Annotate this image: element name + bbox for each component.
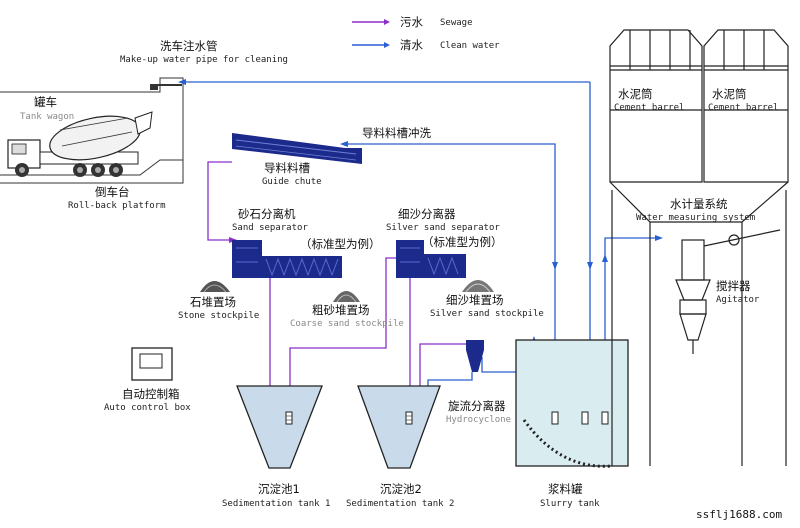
silver-sand-separator [396, 240, 466, 278]
sand-separator [232, 240, 342, 278]
cement1-label-en: Cement barrel [614, 103, 684, 113]
slurry-tank [515, 339, 629, 468]
watermark: ssflj1688.com [696, 508, 782, 521]
pipe-label-zh: 洗车注水管 [160, 39, 218, 53]
chute-label-zh: 导料料槽 [264, 161, 310, 175]
hydrocyclone-icon [466, 340, 484, 372]
silver-stockpile-icon [462, 280, 494, 293]
guide-chute [232, 133, 362, 164]
sand-sep-label-zh: 砂石分离机 [238, 207, 296, 221]
platform-label-zh: 倒车台 [95, 185, 130, 199]
legend-sewage-zh: 污水 [400, 15, 423, 29]
chute-label-en: Guide chute [262, 177, 322, 187]
legend-clean-zh: 清水 [400, 38, 423, 52]
sewage-pipes [207, 161, 466, 395]
silver-pile-label-zh: 细沙堆置场 [446, 293, 504, 307]
slurry-label-zh: 浆料罐 [548, 482, 583, 496]
coarse-label-en: Coarse sand stockpile [290, 319, 404, 329]
water-sys-label-en: Water measuring system [636, 213, 755, 223]
tank-wagon-icon [7, 111, 153, 177]
coarse-stockpile-icon [333, 291, 360, 303]
silver-pile-label-en: Silver sand stockpile [430, 309, 544, 319]
standard-note-2: （标准型为例） [422, 235, 503, 249]
tank2-label-en: Sedimentation tank 2 [346, 499, 454, 509]
wagon-label-zh: 罐车 [34, 95, 57, 109]
stone-label-zh: 石堆置场 [190, 295, 236, 309]
hydro-label-en: Hydrocyclone [446, 415, 511, 425]
coarse-label-zh: 粗砂堆置场 [312, 303, 370, 317]
tank1-label-en: Sedimentation tank 1 [222, 499, 330, 509]
tank1-label-zh: 沉淀池1 [258, 482, 300, 496]
stone-label-en: Stone stockpile [178, 311, 259, 321]
stone-stockpile-icon [200, 281, 230, 293]
auto-control-box-icon [131, 347, 173, 381]
pipe-label-en: Make-up water pipe for cleaning [120, 55, 288, 65]
water-sys-label-zh: 水计量系统 [670, 197, 728, 211]
slurry-label-en: Slurry tank [540, 499, 600, 509]
sedimentation-tank-2 [357, 385, 441, 469]
silver-sep-label-en: Silver sand separator [386, 223, 500, 233]
control-label-en: Auto control box [104, 403, 191, 413]
legend-sewage-en: Sewage [440, 18, 473, 28]
cement1-label-zh: 水泥筒 [618, 87, 653, 101]
platform-label-en: Roll-back platform [68, 201, 166, 211]
tank2-label-zh: 沉淀池2 [380, 482, 422, 496]
cement-plant [609, 29, 789, 466]
legend-clean-en: Clean water [440, 41, 500, 51]
flush-label-zh: 导料料槽冲洗 [362, 126, 431, 140]
agitator-label-zh: 搅拌器 [716, 279, 751, 293]
wagon-label-en: Tank wagon [20, 112, 74, 122]
legend: 污水 Sewage 清水 Clean water [352, 15, 500, 52]
sedimentation-tank-1 [236, 385, 323, 469]
silver-sep-label-zh: 细沙分离器 [398, 207, 456, 221]
cement2-label-zh: 水泥筒 [712, 87, 747, 101]
truck-area: 罐车 Tank wagon 倒车台 Roll-back platform [0, 77, 184, 211]
standard-note-1: （标准型为例） [300, 237, 381, 251]
agitator-label-en: Agitator [716, 295, 760, 305]
sand-sep-label-en: Sand separator [232, 223, 308, 233]
cement2-label-en: Cement barrel [708, 103, 778, 113]
hydro-label-zh: 旋流分离器 [448, 399, 506, 413]
control-label-zh: 自动控制箱 [122, 387, 180, 401]
